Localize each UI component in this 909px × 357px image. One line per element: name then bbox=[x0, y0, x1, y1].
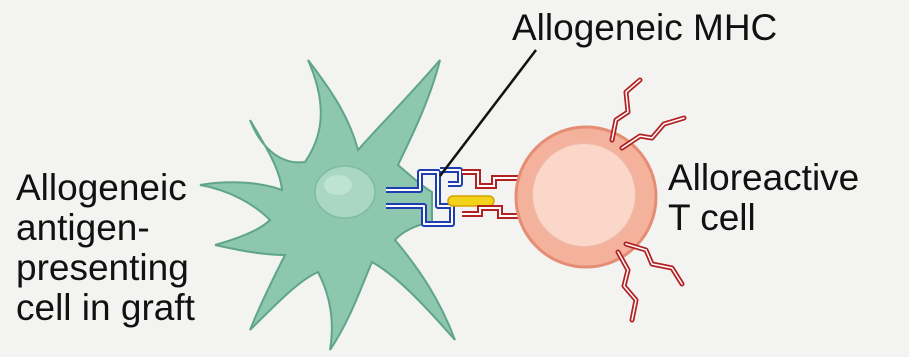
t-cell-core bbox=[532, 143, 636, 247]
apc-label-line-2: antigen- bbox=[16, 208, 195, 248]
tcell-label-line-2: T cell bbox=[668, 198, 859, 238]
label-alloreactive-t-cell: Alloreactive T cell bbox=[668, 158, 859, 238]
tcell-label-line-1: Alloreactive bbox=[668, 158, 859, 198]
label-antigen-presenting-cell: Allogeneic antigen- presenting cell in g… bbox=[16, 168, 195, 328]
label-allogeneic-mhc: Allogeneic MHC bbox=[512, 8, 777, 48]
peptide bbox=[448, 196, 494, 206]
apc-label-line-4: cell in graft bbox=[16, 288, 195, 328]
apc-label-line-3: presenting bbox=[16, 248, 195, 288]
apc-label-line-1: Allogeneic bbox=[16, 168, 195, 208]
